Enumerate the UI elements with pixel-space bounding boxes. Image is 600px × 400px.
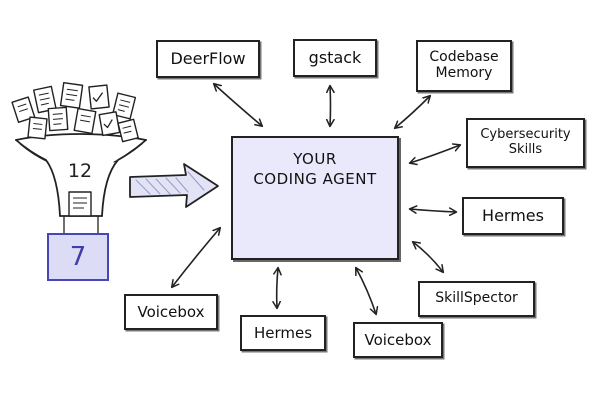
tool-label: SkillSpector xyxy=(435,290,518,307)
tool-label-line-2: Skills xyxy=(508,142,543,157)
documents-icon xyxy=(11,82,139,217)
arrow-codebase-memory xyxy=(395,96,430,128)
tool-label-line-1: Cybersecurity xyxy=(480,127,571,143)
tool-voicebox-bottom: Voicebox xyxy=(353,322,443,358)
funnel-input-count: 12 xyxy=(67,160,93,182)
flow-arrow xyxy=(129,163,219,208)
agent-title-line-1: YOUR xyxy=(293,150,337,168)
funnel-output-count: 7 xyxy=(69,242,87,272)
tool-label: Voicebox xyxy=(137,302,205,321)
agent-title-line-2: CODING AGENT xyxy=(253,169,377,188)
tool-deerflow: DeerFlow xyxy=(156,40,260,78)
tool-gstack: gstack xyxy=(293,39,377,77)
tool-voicebox-left: Voicebox xyxy=(124,294,218,330)
arrow-gstack xyxy=(330,86,331,126)
arrow-deerflow xyxy=(214,84,262,126)
arrow-hermes-bottom xyxy=(277,268,278,308)
arrow-skillspector xyxy=(413,242,443,272)
agent-title: YOUR CODING AGENT xyxy=(233,150,397,189)
funnel-result-box: 7 xyxy=(47,233,109,281)
tool-label: gstack xyxy=(308,48,362,68)
arrow-voicebox-left xyxy=(172,228,220,287)
tool-hermes-bottom: Hermes xyxy=(240,315,326,351)
arrow-voicebox-bottom xyxy=(356,268,376,314)
coding-agent-box: YOUR CODING AGENT xyxy=(231,136,399,260)
funnel xyxy=(15,133,147,234)
tool-hermes-right: Hermes xyxy=(462,197,564,235)
tool-label-line-1: Codebase xyxy=(429,49,499,66)
tool-skillspector: SkillSpector xyxy=(418,281,535,317)
tool-codebase-memory: Codebase Memory xyxy=(416,40,512,92)
tool-label: Hermes xyxy=(253,323,313,342)
arrow-cybersecurity xyxy=(410,145,460,163)
tool-cybersecurity-skills: Cybersecurity Skills xyxy=(466,118,585,168)
arrow-hermes-right xyxy=(410,209,456,212)
tool-label: Voicebox xyxy=(364,330,432,349)
tool-label-line-2: Memory xyxy=(435,65,493,81)
tool-label: DeerFlow xyxy=(170,49,246,69)
tool-label: Hermes xyxy=(482,206,544,226)
